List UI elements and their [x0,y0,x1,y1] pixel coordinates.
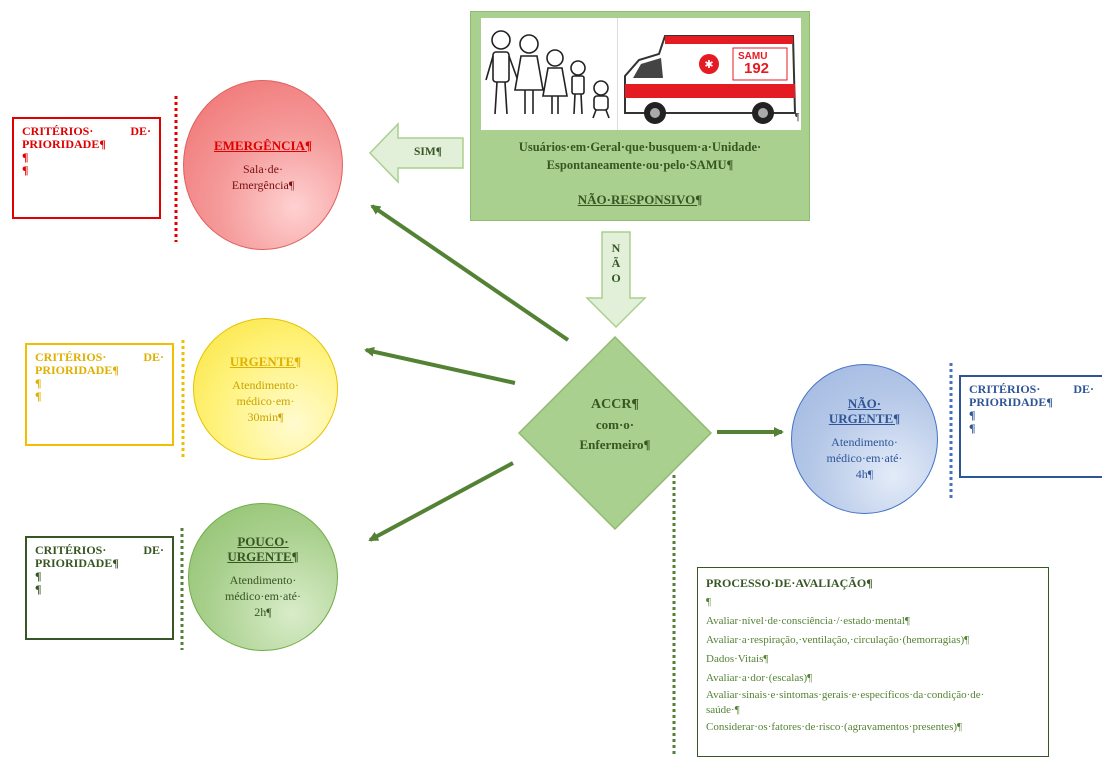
ambulance-icon: ✱ [617,18,797,130]
arrow-to-urgente [364,346,516,385]
criteria-word-1: CRITÉRIOS· [22,124,94,138]
nao-urgente-line-1: Atendimento· [831,435,898,449]
accr-label: ACCR¶ com·o· Enfermeiro¶ [555,395,675,455]
emergencia-title: EMERGÊNCIA¶ [213,137,313,153]
ambulance-number-text: 192 [744,60,770,77]
ambulance-samu-text: SAMU [738,51,768,62]
pouco-urgente-line-2: médico·em·até· [225,589,301,603]
criteria-word-3: PRIORIDADE¶ [35,556,119,570]
nao-urgente-line-3: 4h¶ [855,467,874,481]
criteria-para-1: ¶ [35,376,42,390]
urgente-text: Atendimento· médico·em· 30min¶ [232,377,299,425]
criteria-para-1: ¶ [22,150,29,164]
accr-line-2: com·o· [595,417,635,432]
nao-urgente-line-2: médico·em·até· [826,451,903,465]
nao-letter-a-tilde: Ã [611,256,621,270]
pouco-urgente-title: POUCO· URGENTE¶ [227,534,298,564]
criteria-word-3: PRIORIDADE¶ [22,137,106,151]
process-blank: ¶ [706,596,711,608]
criteria-word-1: CRITÉRIOS· [35,350,107,364]
accr-line-3: Enfermeiro¶ [579,437,651,452]
accr-line-1: ACCR¶ [590,397,639,412]
users-description: Usuários·em·Geral·que·busquem·a·Unidade·… [471,138,809,174]
criteria-word-2: DE· [143,350,164,364]
criteria-box-urgente: CRITÉRIOS· DE· PRIORIDADE¶ ¶ ¶ [25,343,174,446]
nao-urgente-title-2: URGENTE¶ [828,411,901,426]
process-item: Avaliar·a·respiração,·ventilação,·circul… [706,634,970,646]
process-title: PROCESSO·DE·AVALIAÇÃO¶ [706,576,873,590]
emergencia-line-2: Emergência¶ [231,177,295,192]
urgente-title: URGENTE¶ [229,353,302,369]
criteria-para-1: ¶ [969,408,976,422]
criteria-para-1: ¶ [35,569,42,583]
criteria-para-2: ¶ [969,421,976,435]
urgente-circle: URGENTE¶ Atendimento· médico·em· 30min¶ [193,318,338,460]
sim-block-arrow [368,122,464,184]
urgente-line-3: 30min¶ [247,409,284,424]
accr-diamond [517,335,713,531]
pouco-urgente-title-2: URGENTE¶ [227,549,299,564]
process-item: saúde·¶ [706,704,740,716]
criteria-para-2: ¶ [22,163,29,177]
illustration-panel: ✱ SAMU 192 [481,18,801,130]
process-item: Avaliar·nível·de·consciência·/·estado·me… [706,615,910,627]
criteria-para-2: ¶ [35,389,42,403]
criteria-para-2: ¶ [35,582,42,596]
users-box: ✱ SAMU 192 ¶ Usuários·em·Geral·que·busqu… [470,11,810,221]
criteria-box-nao-urgente: CRITÉRIOS· DE· PRIORIDADE¶ ¶ ¶ [959,375,1102,478]
users-line-2: Espontaneamente·ou·pelo·SAMU¶ [546,158,734,172]
pouco-urgente-circle: POUCO· URGENTE¶ Atendimento· médico·em·a… [188,503,338,651]
urgente-line-2: médico·em· [236,393,295,408]
nao-urgente-text: Atendimento· médico·em·até· 4h¶ [827,434,903,482]
criteria-word-3: PRIORIDADE¶ [969,395,1053,409]
criteria-word-2: DE· [143,543,164,557]
criteria-word-2: DE· [130,124,151,138]
emergencia-text: Sala·de· Emergência¶ [232,161,295,193]
process-item: Avaliar·sinais·e·sintomas·gerais·e·espec… [706,689,985,701]
criteria-box-pouco-urgente: CRITÉRIOS· DE· PRIORIDADE¶ ¶ ¶ [25,536,174,640]
pouco-urgente-text: Atendimento· médico·em·até· 2h¶ [225,572,301,620]
evaluation-process-box: PROCESSO·DE·AVALIAÇÃO¶ ¶ Avaliar·nível·d… [697,567,1049,757]
pouco-urgente-title-1: POUCO· [237,534,289,549]
arrow-to-pouco-urgente [368,461,514,542]
nao-block-arrow [585,231,647,329]
arrow-to-emergencia [370,204,570,342]
criteria-word-1: CRITÉRIOS· [969,382,1041,396]
process-item: Dados·Vitais¶ [706,653,769,665]
emergencia-circle: EMERGÊNCIA¶ Sala·de· Emergência¶ [183,80,343,250]
criteria-box-emergencia: CRITÉRIOS· DE· PRIORIDADE¶ ¶ ¶ [12,117,161,219]
family-icon [485,30,610,119]
corner-mark: ¶ [795,112,800,123]
nao-label: N Ã O [606,241,626,286]
urgente-line-1: Atendimento· [232,377,299,392]
svg-text:✱: ✱ [704,58,713,71]
nao-urgente-circle: NÃO· URGENTE¶ Atendimento· médico·em·até… [791,364,938,514]
pouco-urgente-line-1: Atendimento· [229,573,297,587]
criteria-word-1: CRITÉRIOS· [35,543,107,557]
nao-letter-n: N [611,241,621,255]
pouco-urgente-line-3: 2h¶ [254,605,272,619]
criteria-word-2: DE· [1073,382,1094,396]
users-line-1: Usuários·em·Geral·que·busquem·a·Unidade· [518,140,762,154]
sim-label: SIM¶ [414,146,442,158]
nao-urgente-title-1: NÃO· [847,396,882,411]
emergencia-line-1: Sala·de· [243,161,283,176]
nao-letter-o: O [611,271,621,285]
process-item: Avaliar·a·dor·(escalas)¶ [706,672,813,684]
process-item: Considerar·os·fatores·de·risco·(agravame… [706,721,963,733]
nao-urgente-title: NÃO· URGENTE¶ [829,396,900,426]
criteria-word-3: PRIORIDADE¶ [35,363,119,377]
non-responsive-label: NÃO·RESPONSIVO¶ [577,192,703,207]
